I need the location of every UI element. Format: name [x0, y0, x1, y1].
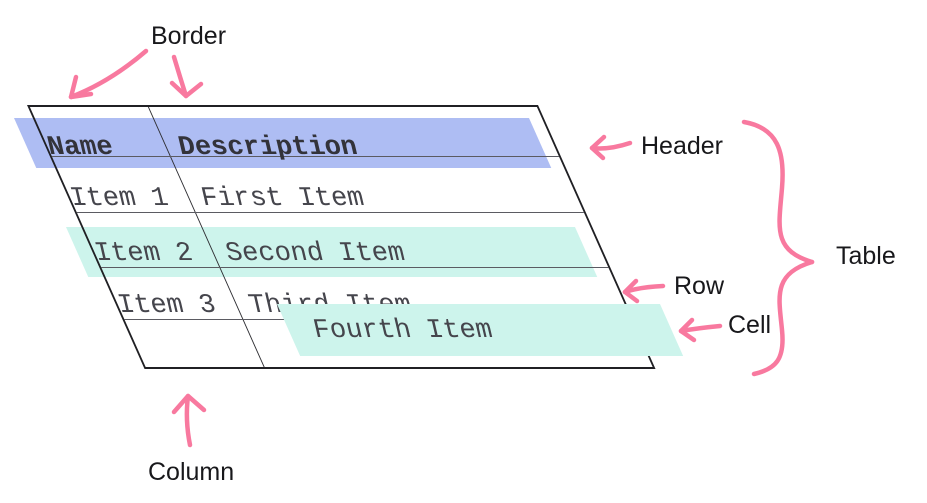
column-arrow	[171, 393, 207, 448]
cell-arrow	[678, 317, 723, 343]
header-arrow	[589, 134, 633, 161]
table-brace-upper	[741, 119, 815, 265]
cell-text: Item 2	[91, 239, 197, 269]
pulled-cell-text: Fourth Item	[310, 315, 496, 346]
column-label: Column	[148, 458, 235, 486]
table-cell: Second Item	[196, 213, 608, 269]
cell-highlight-band: Fourth Item	[277, 304, 684, 356]
header-label: Header	[641, 132, 723, 160]
column-arrow-shaft	[184, 393, 193, 448]
cell-text: Item 3	[114, 291, 220, 321]
border-arrow-left-shaft	[68, 48, 149, 100]
header-cell-description-text: Description	[175, 133, 361, 163]
border-arrow-left-head	[68, 74, 94, 100]
header-cell-name: Name	[29, 107, 171, 163]
row-label: Row	[674, 272, 725, 300]
header-arrow-shaft	[589, 140, 633, 151]
table-cell: Item 2	[77, 213, 221, 269]
border-label: Border	[151, 22, 227, 50]
row-arrow-head	[622, 278, 640, 304]
header-arrow-head	[589, 134, 607, 161]
table-label: Table	[836, 242, 896, 270]
header-cell-name-text: Name	[44, 133, 117, 163]
table-row: Item 1 First Item	[52, 157, 585, 214]
border-arrow-right-shaft	[171, 54, 189, 99]
cell-text: Second Item	[222, 239, 409, 269]
border-arrow-right-head	[169, 80, 204, 99]
cell-arrow-head	[678, 317, 697, 343]
table-cell: Item 3	[101, 268, 244, 321]
row-arrow	[622, 278, 666, 304]
table-cell	[124, 320, 265, 367]
table-cell: First Item	[171, 157, 583, 214]
border-arrow-left	[68, 48, 149, 100]
cell-arrow-shaft	[678, 323, 723, 334]
table-header-row: Name Description	[29, 107, 560, 163]
cell-text: Item 1	[67, 184, 172, 214]
cell-text: First Item	[198, 184, 368, 214]
header-cell-description: Description	[149, 107, 559, 163]
cell-label: Cell	[728, 311, 772, 339]
border-arrow-right	[169, 54, 204, 99]
row-arrow-shaft	[622, 283, 666, 295]
column-arrow-head	[171, 393, 207, 415]
table-row: Item 2 Second Item	[77, 213, 609, 269]
